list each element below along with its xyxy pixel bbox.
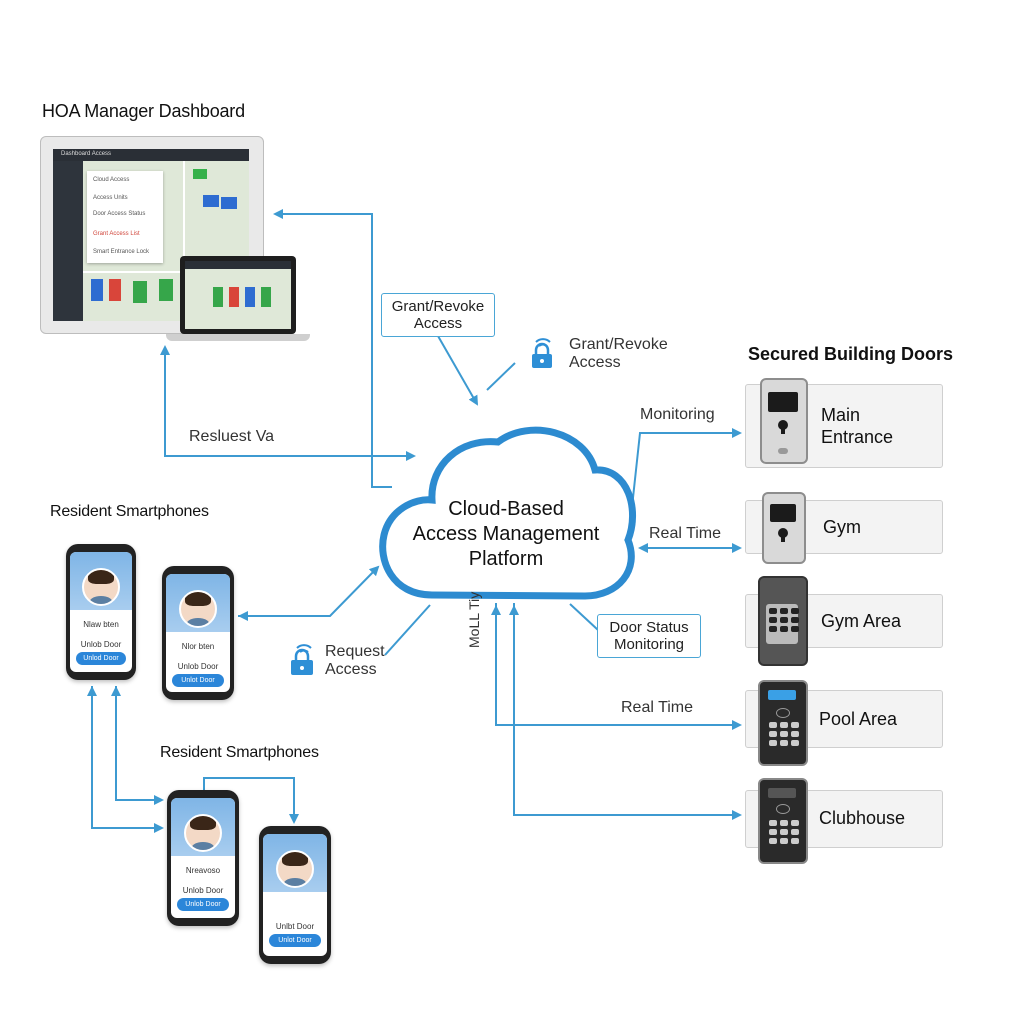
- smart-lock-icon: [760, 378, 808, 464]
- real-time-label-2: Real Time: [621, 699, 694, 716]
- door-label-pool-area: Pool Area: [819, 709, 898, 729]
- phones-heading-bottom: Resident Smartphones: [160, 744, 319, 761]
- monitoring-label: Monitoring: [640, 406, 715, 423]
- dashboard-tablet: Dashboard Access Cloud Access Access Uni…: [40, 136, 264, 334]
- cloud-shape: [379, 426, 637, 600]
- phones-heading-top: Resident Smartphones: [50, 503, 209, 520]
- request-access-label: Request Access: [325, 643, 385, 678]
- arrow-grant-box: [437, 335, 478, 406]
- arrow-door-status: [569, 603, 599, 631]
- unlock-door-button[interactable]: Unlot Door: [172, 674, 224, 687]
- phone-4: Unlbt Door Unlot Door: [259, 826, 331, 964]
- door-label-gym-area: Gym Area: [821, 611, 902, 631]
- keypad-lock-icon: [758, 680, 808, 766]
- avatar: [82, 568, 120, 606]
- unlock-door-button[interactable]: Unlob Door: [177, 898, 229, 911]
- dashboard-topbar: Dashboard Access: [53, 149, 249, 161]
- arrow-phone-cloud: [238, 565, 380, 617]
- smart-lock-icon: [762, 492, 806, 564]
- request-via-label: Resluest Va: [189, 428, 275, 445]
- door-label-clubhouse: Clubhouse: [819, 808, 906, 828]
- avatar: [276, 850, 314, 888]
- dashboard-panel: Cloud Access Access Units Door Access St…: [87, 171, 163, 263]
- arrow-phone-links-1: [91, 686, 164, 833]
- grant-revoke-box: Grant/Revoke Access: [381, 293, 495, 337]
- door-label-gym: Gym: [823, 517, 861, 537]
- real-time-label-1: Real Time: [649, 525, 722, 542]
- phone-1: Nlaw bten Unlob Door Unlod Door: [66, 544, 136, 680]
- grant-revoke-lock-label: Grant/Revoke Access: [569, 336, 668, 371]
- arrow-phone-links-3: [203, 777, 299, 824]
- dashboard-heading: HOA Manager Dashboard: [42, 101, 245, 121]
- dashboard-laptop: [180, 256, 296, 334]
- arrow-monitoring: [631, 428, 742, 508]
- arrow-grant-lock: [486, 362, 516, 391]
- vertical-label: MoLL Tiy: [466, 591, 482, 648]
- keypad-lock-icon: [758, 576, 808, 666]
- keypad-lock-icon: [758, 778, 808, 864]
- arrow-phone-links-2: [115, 686, 164, 805]
- laptop-screen: [185, 261, 291, 329]
- phone-3: Nreavoso Unlob Door Unlob Door: [167, 790, 239, 926]
- avatar: [179, 590, 217, 628]
- avatar: [184, 814, 222, 852]
- laptop-base: [166, 334, 310, 341]
- dashboard-screen: Dashboard Access Cloud Access Access Uni…: [53, 149, 249, 321]
- unlock-door-button[interactable]: Unlot Door: [269, 934, 321, 947]
- door-label-main-entrance: Main Entrance: [821, 405, 894, 447]
- phone-2: Nlor bten Unlob Door Unlot Door: [162, 566, 234, 700]
- unlock-door-button[interactable]: Unlod Door: [76, 652, 126, 665]
- lock-wifi-icon: [532, 338, 552, 368]
- dashboard-sidebar: [53, 161, 83, 321]
- arrow-cloud-to-dashboard: [273, 209, 392, 488]
- request-lock-icon: [291, 644, 313, 675]
- door-status-box: Door Status Monitoring: [597, 614, 701, 658]
- doors-heading: Secured Building Doors: [748, 344, 954, 364]
- cloud-label: Cloud-Based Access Management Platform: [412, 498, 600, 570]
- arrow-request-access: [384, 604, 431, 656]
